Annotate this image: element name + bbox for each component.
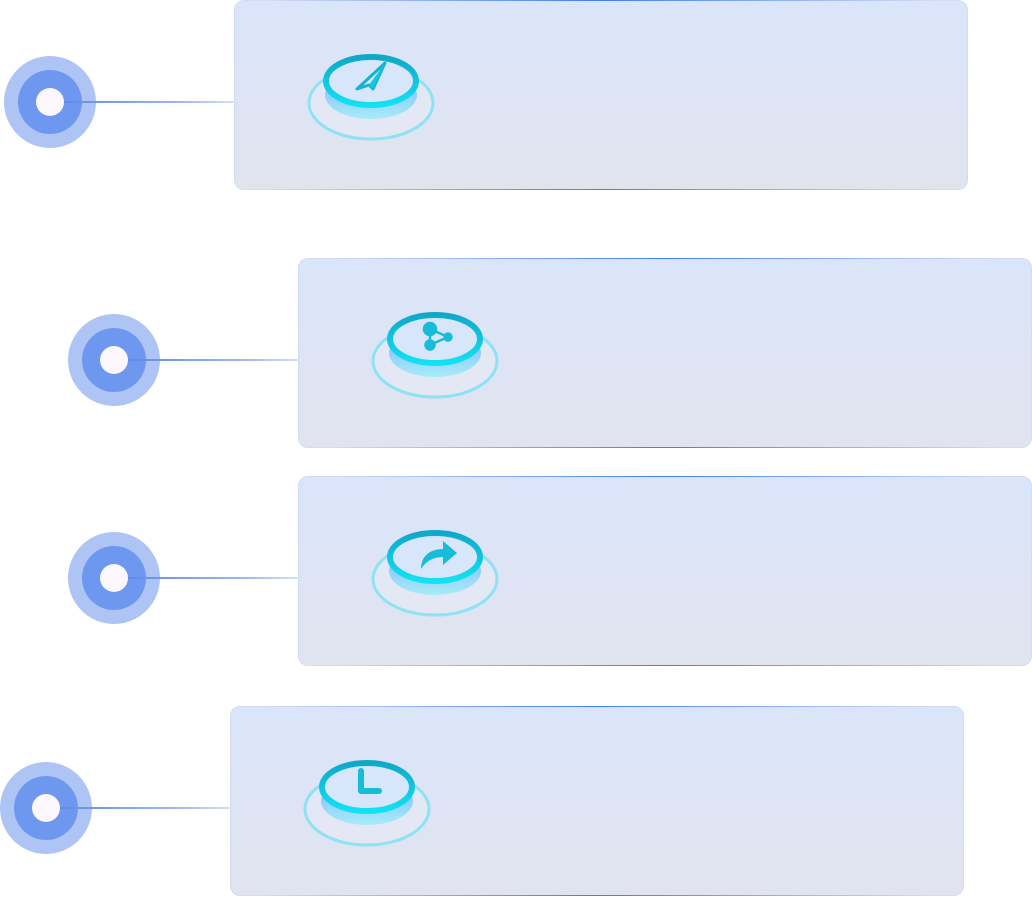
timeline-card[interactable]	[298, 476, 1032, 666]
share-nodes-icon	[371, 309, 501, 401]
timeline-card[interactable]	[230, 706, 964, 896]
connector-line	[128, 577, 300, 579]
forward-arrow-icon	[371, 527, 501, 619]
connector-line	[128, 359, 300, 361]
timeline-item-2	[0, 258, 1032, 450]
timeline-card[interactable]	[298, 258, 1032, 448]
timeline-item-1	[0, 0, 1032, 192]
connector-line	[64, 101, 236, 103]
timeline-item-3	[0, 476, 1032, 668]
clock-icon	[303, 757, 433, 849]
compass-icon	[307, 51, 437, 143]
timeline-item-4	[0, 706, 1032, 898]
timeline-card[interactable]	[234, 0, 968, 190]
connector-line	[60, 807, 232, 809]
